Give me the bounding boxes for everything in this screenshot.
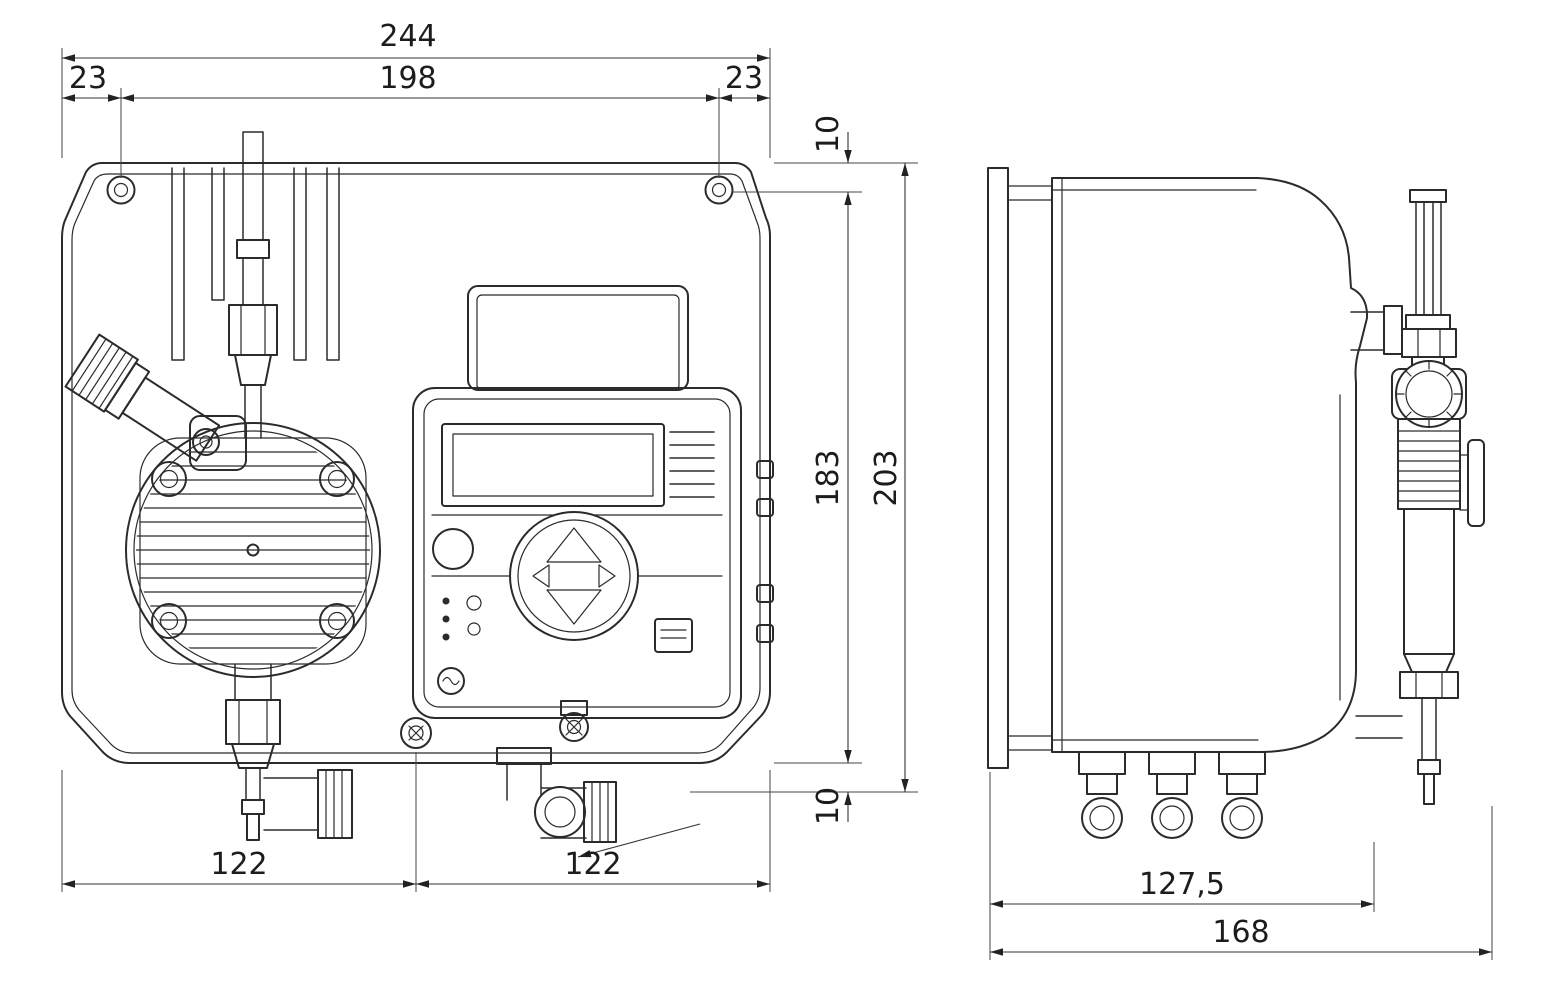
side-valve-assembly — [1391, 189, 1485, 805]
injection-valve — [228, 131, 278, 439]
dpad-down-arrow — [546, 589, 602, 625]
panel-screw — [559, 712, 589, 742]
mount-plate-edge — [987, 167, 1009, 769]
mount-hole-right — [704, 175, 734, 205]
top-cover — [467, 285, 689, 391]
angled-connector — [64, 333, 221, 462]
vent-grille — [669, 431, 715, 498]
dpad-right-arrow — [598, 564, 616, 588]
control-unit — [412, 285, 742, 742]
level-icon — [466, 595, 482, 611]
side-view — [987, 167, 1485, 839]
brand-logo — [437, 667, 465, 695]
mount-hole-left — [106, 175, 136, 205]
dim-side-overall-depth: 168 — [1212, 915, 1269, 950]
bracket-outline — [61, 162, 771, 764]
dim-overall-width: 244 — [379, 19, 436, 54]
front-view — [61, 131, 774, 843]
elbow-fitting-left — [263, 769, 353, 839]
dpad-up-arrow — [546, 527, 602, 563]
dim-left-offset: 23 — [69, 61, 107, 96]
dim-bottom-offset: 10 — [811, 787, 846, 825]
status-leds — [442, 597, 450, 641]
bracket-tabs — [756, 460, 774, 643]
dimension-lines — [61, 48, 1493, 960]
dpad-left-arrow — [532, 564, 550, 588]
side-clip — [1467, 439, 1485, 527]
body-profile — [1051, 177, 1369, 753]
function-button[interactable] — [432, 528, 474, 570]
dpad-ring[interactable] — [509, 511, 639, 641]
connector-pivot — [192, 428, 220, 456]
dim-overall-height: 203 — [869, 449, 904, 506]
label-plate — [654, 618, 693, 653]
dim-top-offset: 10 — [811, 115, 846, 153]
dim-bottom-right: 122 — [564, 847, 621, 882]
cable-glands — [1078, 751, 1266, 839]
dim-hole-spacing: 198 — [379, 61, 436, 96]
valve-junction — [189, 415, 247, 471]
dim-right-offset: 23 — [725, 61, 763, 96]
pump-head — [125, 422, 381, 678]
bracket-inner-outline — [71, 173, 761, 754]
lower-valve — [225, 663, 281, 841]
dim-side-body-depth: 127,5 — [1139, 867, 1225, 902]
drop-icon — [467, 622, 481, 636]
dim-inner-height: 183 — [811, 449, 846, 506]
dimension-labels: 244 198 23 23 10 183 203 10 122 122 127,… — [69, 19, 1270, 950]
dim-bottom-left: 122 — [210, 847, 267, 882]
control-housing — [412, 387, 742, 719]
base-screw — [400, 717, 432, 749]
tube-rods — [171, 167, 340, 361]
discharge-fitting — [496, 747, 617, 843]
lcd-display — [441, 423, 665, 507]
leader-line — [577, 823, 701, 858]
